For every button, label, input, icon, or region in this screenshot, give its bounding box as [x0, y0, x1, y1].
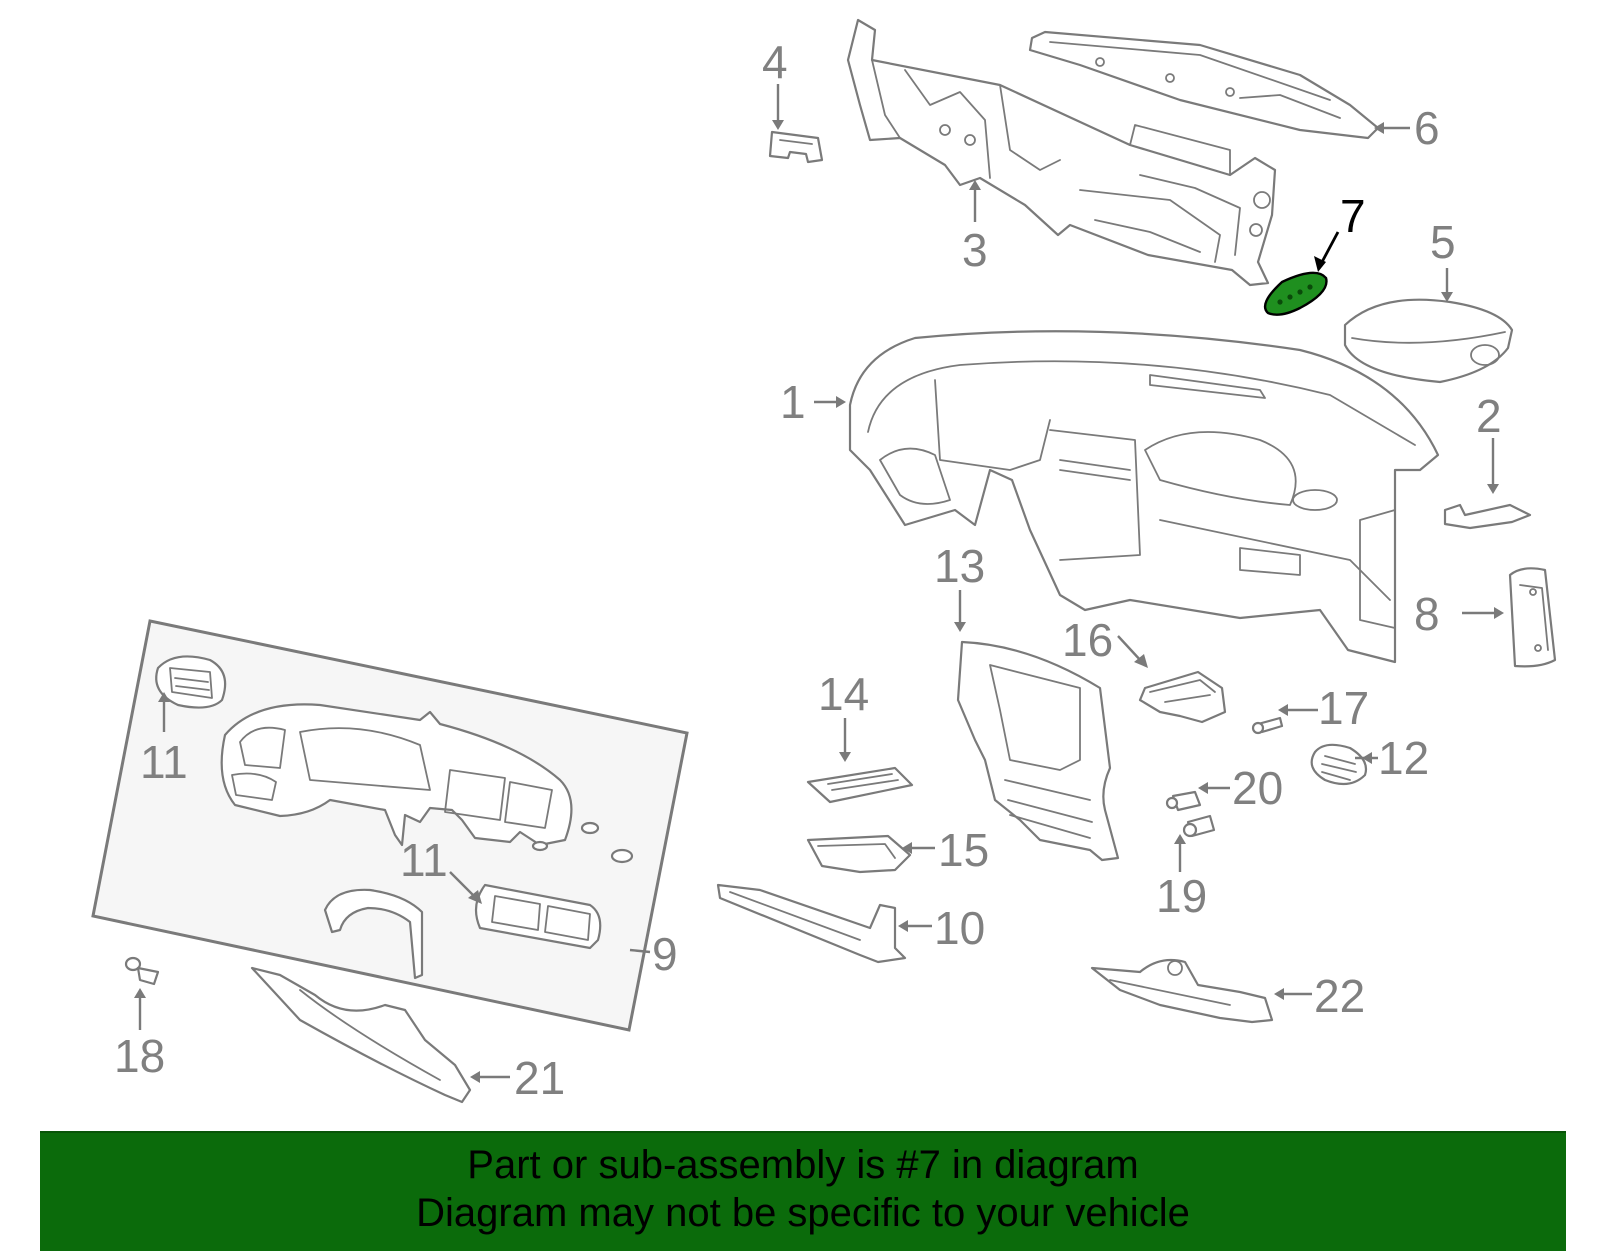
- part-18-push-pin: [124, 956, 160, 986]
- part-12-vent: [1310, 743, 1368, 786]
- part-20-clip: [1165, 790, 1202, 812]
- callout-19: 19: [1156, 870, 1207, 922]
- callout-14: 14: [818, 668, 869, 720]
- callout-3: 3: [962, 224, 988, 276]
- callout-1: 1: [780, 376, 806, 428]
- callout-11-lower: 11: [400, 834, 448, 886]
- part-2-bracket: [1443, 503, 1532, 530]
- callout-17: 17: [1318, 682, 1369, 734]
- part-10-brace: [716, 883, 907, 964]
- part-22-shield: [1090, 958, 1274, 1024]
- callout-20: 20: [1232, 762, 1283, 814]
- callout-11-upper: 11: [140, 736, 188, 788]
- part-4-bracket: [768, 130, 824, 164]
- callout-22: 22: [1314, 970, 1365, 1022]
- callout-18: 18: [114, 1030, 165, 1082]
- callout-6: 6: [1414, 102, 1440, 154]
- part-15-bin: [806, 834, 912, 874]
- callout-7: 7: [1340, 190, 1366, 242]
- part-19-clip: [1182, 814, 1216, 838]
- callout-5: 5: [1430, 216, 1456, 268]
- part-1-instrument-panel: [848, 330, 1440, 664]
- callout-8: 8: [1414, 588, 1440, 640]
- callout-15: 15: [938, 824, 989, 876]
- part-8-end-panel: [1508, 567, 1557, 668]
- callout-4: 4: [762, 36, 788, 88]
- callout-12: 12: [1378, 732, 1429, 784]
- part-17-screw: [1251, 716, 1284, 735]
- part-9-bezel-kit: [91, 619, 689, 1032]
- banner-line-disclaimer: Diagram may not be specific to your vehi…: [416, 1191, 1190, 1235]
- part-16-bracket: [1138, 670, 1227, 724]
- callout-16: 16: [1062, 614, 1113, 666]
- info-banner: Part or sub-assembly is #7 in diagram Di…: [40, 1131, 1566, 1251]
- part-13-center-bezel: [956, 640, 1120, 862]
- part-7-speaker-grille: [1263, 271, 1328, 316]
- callout-13: 13: [934, 540, 985, 592]
- part-14-tray: [806, 766, 914, 804]
- callout-10: 10: [934, 902, 985, 954]
- callout-9: 9: [652, 928, 678, 980]
- banner-line-part-number: Part or sub-assembly is #7 in diagram: [467, 1143, 1139, 1187]
- part-21-knee-bolster: [250, 966, 472, 1104]
- part-5-air-bag-module: [1343, 298, 1514, 384]
- part-3-dash-frame: [846, 18, 1277, 287]
- leader-lines: [134, 84, 1504, 1083]
- part-6-defroster-panel: [1028, 30, 1380, 140]
- callout-21: 21: [514, 1052, 565, 1104]
- callout-2: 2: [1476, 390, 1502, 442]
